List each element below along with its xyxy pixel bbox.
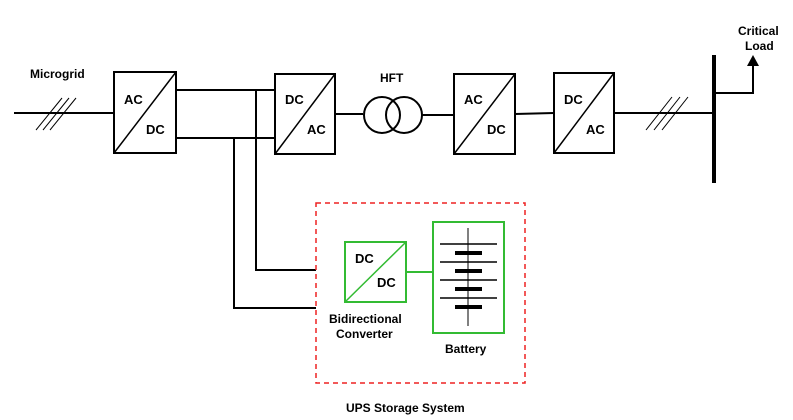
inverter2-top-label: DC: [564, 92, 583, 107]
bidirectional-label-line1: Bidirectional: [329, 312, 402, 326]
ac-dc-rectifier-2: AC DC: [453, 73, 516, 155]
dc-link-2-wire: [514, 112, 555, 115]
ups-storage-system-label: UPS Storage System: [346, 401, 465, 415]
critical-load-arrow: [714, 55, 759, 94]
ac-dc-rectifier: AC DC: [113, 71, 177, 154]
bidirectional-dc-dc-converter: DC DC: [344, 241, 407, 303]
dc-link: [176, 89, 316, 309]
hft-transformer: [363, 96, 423, 134]
inverter1-top-label: DC: [285, 92, 304, 107]
critical-load-label-line2: Load: [745, 39, 774, 53]
rectifier2-top-label: AC: [464, 92, 483, 107]
microgrid-feeder: [14, 97, 114, 131]
battery: [432, 221, 505, 334]
ups-storage-boundary: [315, 202, 526, 384]
output-feeder: [614, 96, 714, 131]
inverter2-bottom-label: AC: [586, 122, 605, 137]
bidirectional-top-label: DC: [355, 251, 374, 266]
bidirectional-bottom-label: DC: [377, 275, 396, 290]
critical-load-label-line1: Critical: [738, 24, 779, 38]
battery-label: Battery: [445, 342, 487, 356]
rectifier-top-label: AC: [124, 92, 143, 107]
rectifier-bottom-label: DC: [146, 122, 165, 137]
dc-ac-inverter-2: DC AC: [553, 72, 615, 154]
inverter1-bottom-label: AC: [307, 122, 326, 137]
bidirectional-label-line2: Converter: [336, 327, 393, 341]
rectifier2-bottom-label: DC: [487, 122, 506, 137]
hft-label: HFT: [380, 71, 404, 85]
dc-ac-inverter-1: DC AC: [274, 73, 336, 155]
microgrid-label: Microgrid: [30, 67, 85, 81]
